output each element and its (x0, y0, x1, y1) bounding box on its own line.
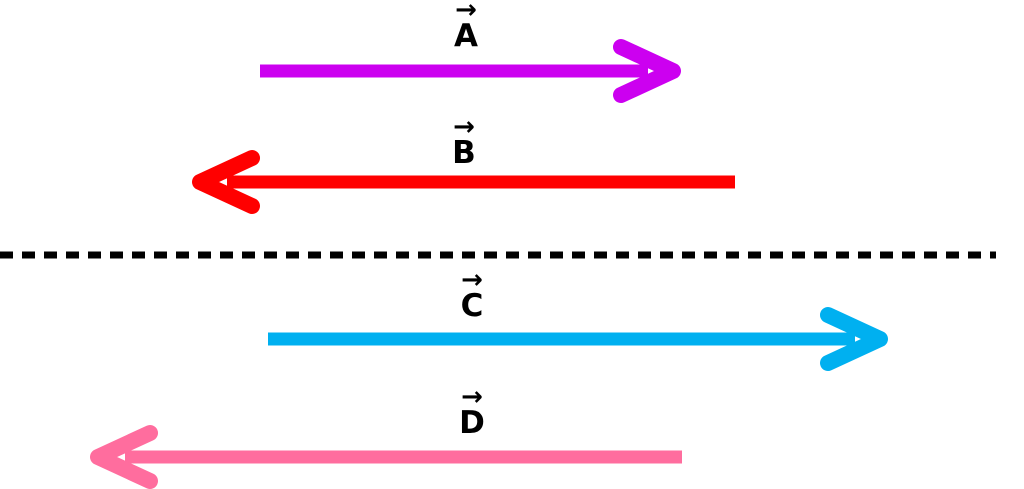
vector-d-letter: D (459, 405, 485, 441)
vector-a-arrowhead (613, 39, 681, 103)
vector-b-letter: B (452, 135, 476, 171)
vector-b-arrowhead (192, 150, 260, 214)
vector-d-arrowhead (90, 425, 158, 489)
vector-c-arrowhead (820, 307, 888, 371)
vector-a-arrow (260, 39, 681, 103)
vector-arrow-notation-icon: → (455, 0, 477, 25)
vector-d-arrow (90, 425, 682, 489)
vector-d-label: → D (442, 382, 502, 441)
vector-arrow-notation-icon: → (453, 112, 475, 142)
vector-a-letter: A (454, 18, 478, 54)
vector-arrow-notation-icon: → (461, 382, 483, 412)
vector-c-letter: C (460, 288, 484, 324)
vector-c-label: → C (442, 265, 502, 324)
vector-b-arrow (192, 150, 735, 214)
vector-c-arrow (268, 307, 888, 371)
vector-arrow-notation-icon: → (461, 265, 483, 295)
vector-b-label: → B (434, 112, 494, 171)
vector-a-label: → A (436, 0, 496, 54)
